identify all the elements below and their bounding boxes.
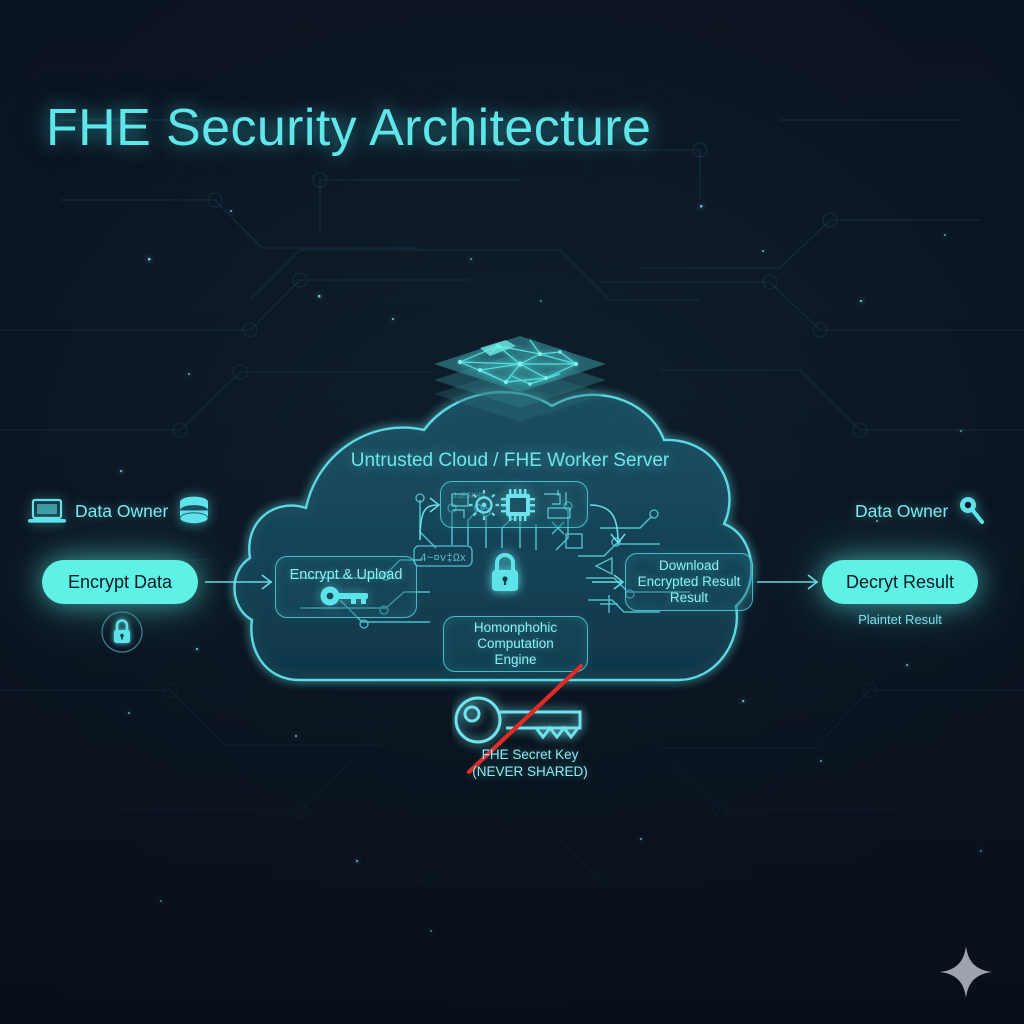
download-line-2: Encrypted Result — [637, 574, 741, 589]
four-point-star-icon — [940, 946, 992, 998]
fhe-secret-key-icon — [454, 696, 582, 744]
download-line-1: Download — [658, 558, 720, 573]
node-processor[interactable] — [440, 481, 588, 528]
lock-icon — [101, 611, 143, 653]
encrypt-data-label: Encrypt Data — [67, 571, 173, 592]
decrypt-result-button[interactable]: Decryt Result — [822, 560, 978, 604]
key-icon — [320, 586, 368, 606]
database-icon — [179, 496, 209, 525]
node-encrypt-upload[interactable]: Encrypt & Upload — [275, 556, 417, 618]
page-title: FHE Security Architecture — [46, 99, 652, 157]
secret-key-line-1: FHE Secret Key — [481, 747, 579, 762]
arrow-upload-to-chip — [419, 504, 439, 541]
secret-key-caption: FHE Secret Key (NEVER SHARED) — [440, 746, 620, 780]
key-icon — [960, 497, 985, 524]
engine-line-2: Computation — [477, 636, 554, 651]
node-download-result[interactable]: Download Encrypted Result Result — [625, 553, 753, 611]
node-encrypt-upload-label: Encrypt & Upload — [289, 566, 403, 583]
isometric-network-layers-icon — [434, 336, 606, 422]
data-owner-right: Data Owner — [855, 495, 987, 527]
svg-text:4~¤v‡Ωx: 4~¤v‡Ωx — [420, 553, 467, 565]
padlock-icon — [492, 553, 518, 591]
red-strike-line — [466, 663, 584, 775]
plaintext-result-label: Plaintet Result — [858, 612, 942, 627]
laptop-icon — [28, 498, 66, 523]
cloud-title: Untrusted Cloud / FHE Worker Server — [350, 450, 670, 471]
svg-text:JuESKHS: JuESKHS — [452, 492, 486, 501]
engine-line-3: Engine — [494, 652, 537, 667]
decrypt-result-label: Decryt Result — [845, 571, 955, 592]
data-owner-left-label: Data Owner — [75, 500, 169, 521]
secret-key-line-2: (NEVER SHARED) — [472, 764, 588, 779]
cpu-chip-icon — [451, 488, 571, 521]
data-owner-right-label: Data Owner — [855, 500, 949, 521]
arrow-chip-to-download — [589, 504, 619, 543]
node-computation-engine[interactable]: Homonphohic Computation Engine — [443, 616, 588, 672]
encrypt-data-button[interactable]: Encrypt Data — [42, 560, 198, 604]
data-owner-left: Data Owner — [28, 495, 211, 527]
engine-line-1: Homonphohic — [473, 620, 558, 635]
download-line-3: Result — [669, 590, 709, 605]
